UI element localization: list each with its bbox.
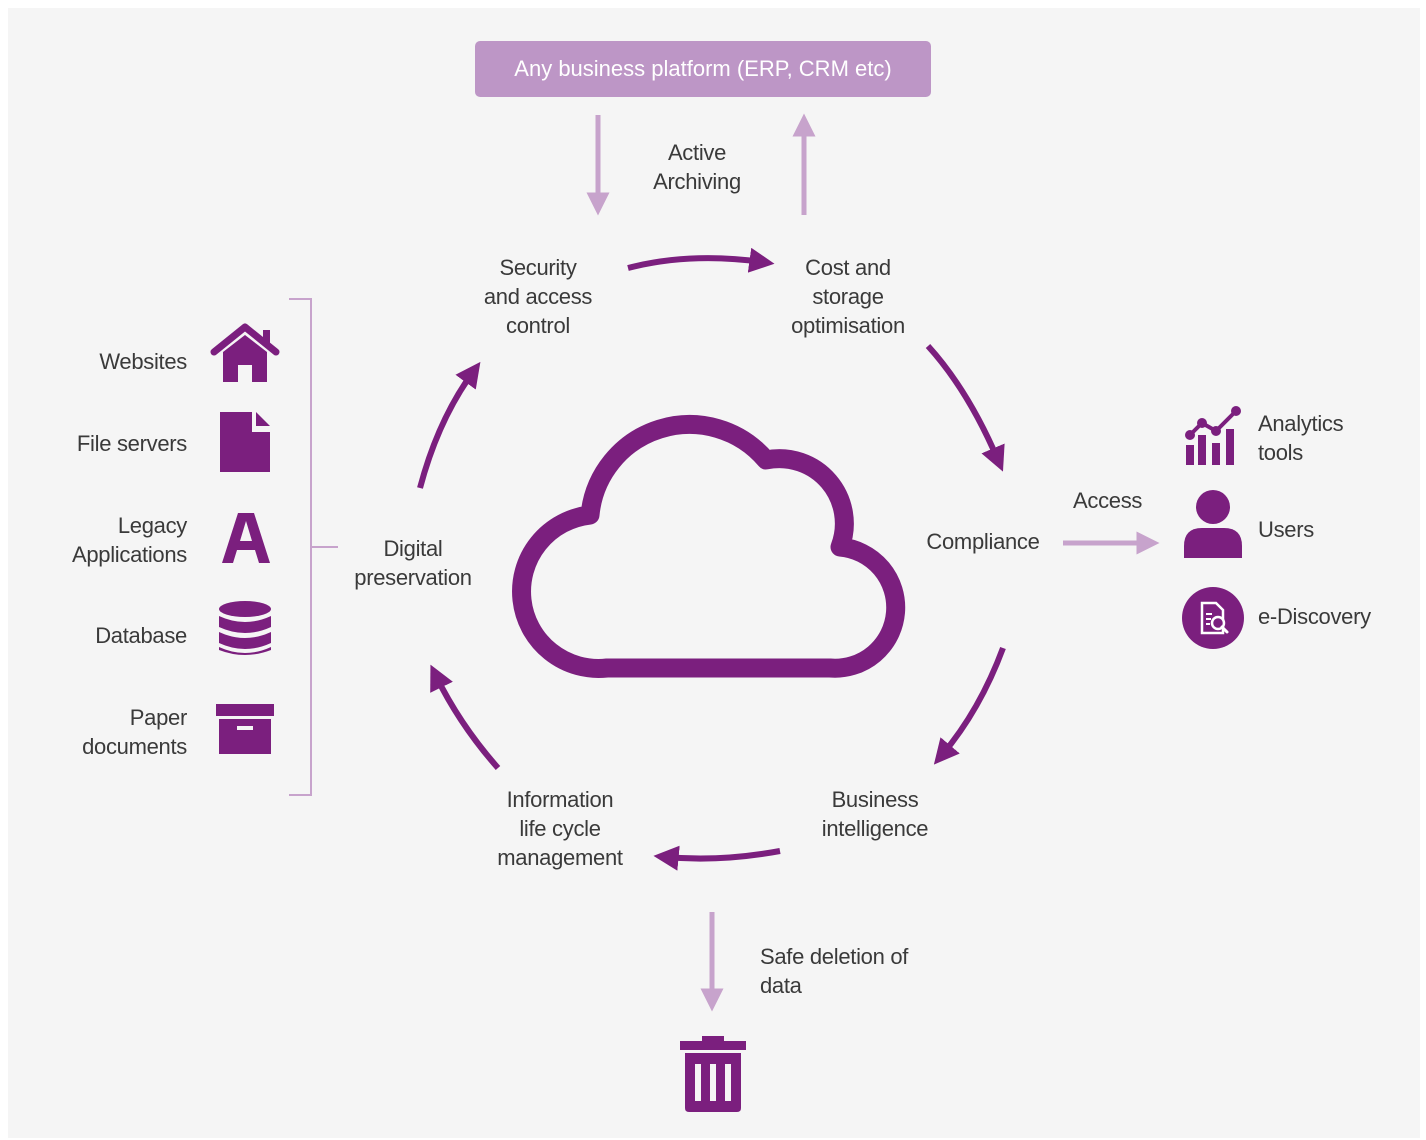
trash-icon	[680, 1036, 746, 1112]
cycle-node-compliance: Compliance	[926, 529, 1040, 554]
source-label-database: Database	[95, 623, 187, 648]
cycle-node-business-intelligence: Business intelligence	[821, 787, 929, 841]
letter-a-icon	[222, 513, 270, 563]
archive-box-icon	[216, 704, 274, 754]
document-search-icon	[1182, 587, 1244, 649]
source-label-paper-documents: Paper documents	[82, 705, 187, 759]
database-icon	[219, 601, 271, 655]
cloud-icon	[512, 414, 906, 678]
active-archiving-label: Active Archiving	[653, 140, 741, 194]
source-label-legacy-applications: Legacy Applications	[71, 513, 187, 567]
business-platform-box: Any business platform (ERP, CRM etc)	[475, 41, 931, 97]
cycle-arrow-security-to-cost	[627, 247, 775, 273]
cycle-node-information-lifecycle: Information life cycle management	[497, 787, 623, 870]
cycle-arrow-bi-to-ilm	[653, 845, 781, 871]
source-label-file-servers: File servers	[76, 431, 187, 456]
business-platform-label: Any business platform (ERP, CRM etc)	[514, 56, 892, 81]
user-icon	[1184, 490, 1242, 558]
cycle-node-security: Security and access control	[483, 255, 593, 338]
cycle-arrow-cost-to-compliance	[925, 343, 1005, 472]
access-target-analytics: Analytics tools	[1258, 411, 1344, 465]
cycle-arrow-ilm-to-preservation	[430, 664, 501, 770]
cycle-arrow-compliance-to-bi	[933, 646, 1006, 765]
house-icon	[210, 323, 280, 382]
sources-bracket	[289, 298, 338, 796]
source-label-websites: Websites	[99, 349, 187, 374]
cycle-arrow-preservation-to-security	[417, 361, 481, 489]
safe-deletion-label: Safe deletion of data	[760, 944, 909, 998]
file-icon	[220, 412, 270, 472]
access-target-ediscovery: e-Discovery	[1258, 604, 1371, 629]
access-target-users: Users	[1258, 517, 1314, 542]
access-label: Access	[1073, 488, 1143, 513]
cycle-node-cost: Cost and storage optimisation	[791, 255, 905, 338]
analytics-chart-icon	[1185, 406, 1241, 465]
cycle-node-digital-preservation: Digital preservation	[354, 536, 472, 590]
